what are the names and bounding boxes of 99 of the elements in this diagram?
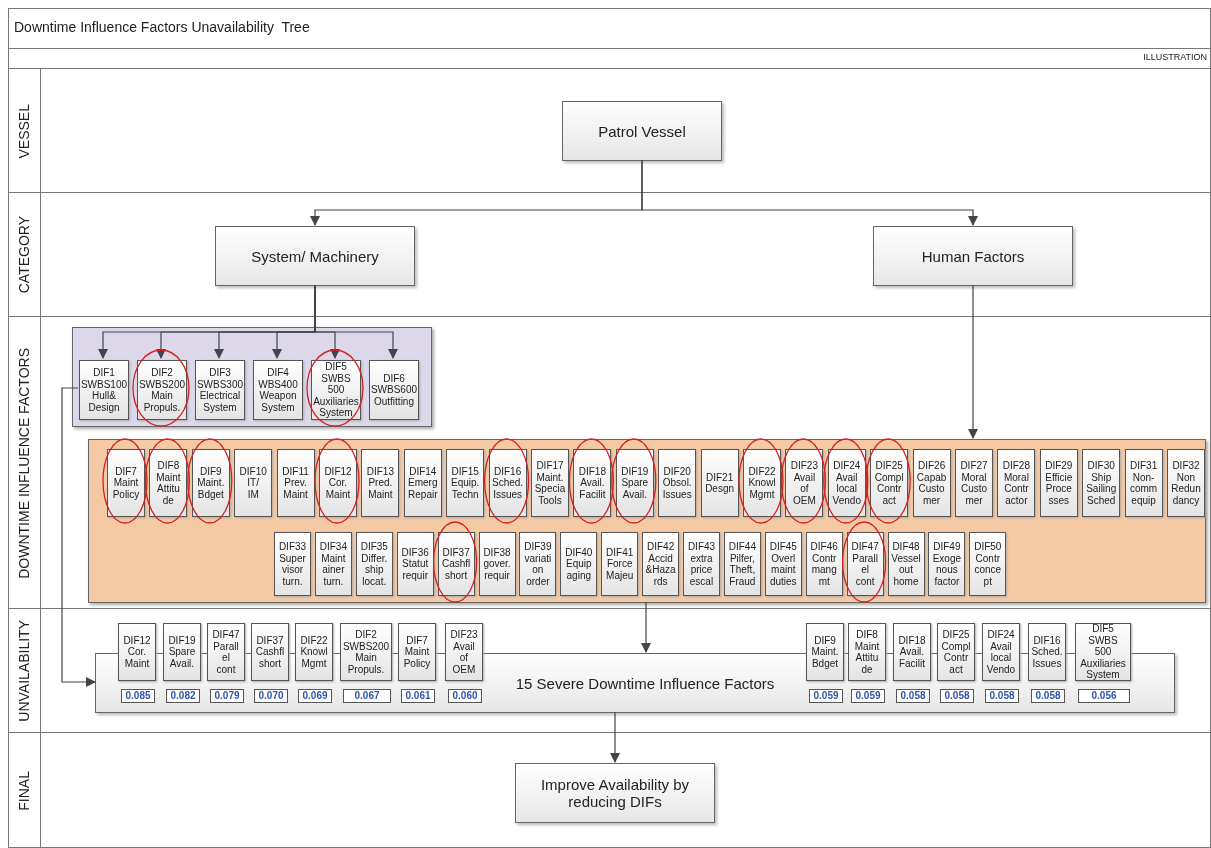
factor-box: DIF30 Ship Sailing Sched [1082,449,1121,517]
group-box [88,439,1206,603]
value-label: 0.069 [298,689,332,703]
factor-box: DIF2 SWBS200 Main Propuls. [137,360,187,420]
value-label: 0.056 [1078,689,1130,703]
factor-box: DIF3 SWBS300 Electrical System [195,360,245,420]
factor-box: DIF6 SWBS600 Outfitting [369,360,419,420]
section-label: ILLUSTRATION [1143,52,1207,62]
factor-box: DIF27 Moral Custo mer [955,449,993,517]
factor-box: DIF41 Force Majeu [601,532,639,596]
factor-box: DIF7 Maint Policy [398,623,436,681]
factor-box: DIF36 Statut requir [396,532,434,596]
value-label: 0.082 [166,689,200,703]
factor-box: DIF44 Pilfer, Theft, Fraud [723,532,761,596]
factor-box: DIF23 Avail of OEM [785,449,824,517]
diagram-title: Downtime Influence Factors Unavailability Tree [14,19,310,35]
factor-box: DIF16 Sched. Issues [1028,623,1066,681]
factor-box: DIF28 Moral Contr actor [997,449,1036,517]
factor-box: DIF40 Equip aging [560,532,598,596]
factor-box: DIF5 SWBS 500 Auxiliaries System [1075,623,1131,681]
factor-box: DIF22 Knowl Mgmt [743,449,781,517]
factor-box: DIF19 Spare Avail. [615,449,654,517]
value-label: 0.060 [448,689,482,703]
factor-box: DIF25 Compl Contr act [937,623,975,681]
factor-box: DIF24 Avail local Vendo [982,623,1020,681]
value-label: 0.058 [896,689,930,703]
factor-box: DIF21 Desgn [700,449,739,517]
value-label: 0.085 [121,689,155,703]
process-box: System/ Machinery [215,226,415,286]
factor-box: DIF7 Maint Policy [107,449,145,517]
arrow [641,159,978,226]
factor-box: DIF2 SWBS200 Main Propuls. [340,623,392,681]
factor-box: DIF35 Differ. ship locat. [355,532,393,596]
factor-box: DIF48 Vessel out home [887,532,925,596]
group-box [72,327,432,427]
factor-box: DIF8 Maint Attitu de [149,449,188,517]
lane-label: UNVAILABILITY [16,620,32,722]
factor-box: DIF29 Efficie Proce sses [1039,449,1078,517]
value-label: 0.059 [809,689,843,703]
factor-box: DIF34 Maint ainer turn. [314,532,352,596]
factor-box: DIF12 Cor. Maint [118,623,156,681]
value-label: 0.079 [210,689,244,703]
factor-box: DIF20 Obsol. Issues [658,449,697,517]
value-label: 0.061 [401,689,435,703]
factor-box: DIF33 Super visor turn. [274,532,311,596]
value-label: 0.058 [985,689,1019,703]
value-label: 0.059 [851,689,885,703]
factor-box: DIF8 Maint Attitu de [848,623,886,681]
lane-label: CATEGORY [16,216,32,294]
factor-box: DIF10 IT/ IM [234,449,273,517]
factor-box: DIF37 Cashfl short [251,623,289,681]
factor-box: DIF13 Pred. Maint [361,449,400,517]
process-box: Improve Availability by reducing DIFs [515,763,715,823]
factor-box: DIF18 Avail. Facilit [573,449,612,517]
arrow [968,284,978,439]
factor-box: DIF43 extra price escal [683,532,720,596]
factor-box: DIF1 SWBS100 Hull& Design [79,360,129,420]
factor-box: DIF23 Avail of OEM [445,623,483,681]
factor-box: DIF38 gover. requir [478,532,516,596]
value-label: 0.058 [940,689,974,703]
arrow [61,387,96,687]
factor-box: DIF45 Overl maint duties [764,532,802,596]
factor-box: DIF49 Exoge nous factor [928,532,966,596]
factor-box: DIF22 Knowl Mgmt [295,623,333,681]
factor-box: DIF9 Maint. Bdget [191,449,230,517]
factor-box: DIF19 Spare Avail. [163,623,201,681]
factor-box: DIF37 Cashfl short [437,532,475,596]
factor-box: DIF24 Avail local Vendo [827,449,866,517]
process-box: Human Factors [873,226,1073,286]
factor-box: DIF16 Sched. Issues [488,449,527,517]
factor-box: DIF17 Maint. Specia Tools [531,449,569,517]
arrow [610,711,620,763]
factor-box: DIF50 Contr conce pt [969,532,1007,596]
lane-label: VESSEL [16,103,32,159]
box-label: 15 Severe Downtime Influence Factors [515,674,775,692]
value-label: 0.067 [343,689,391,703]
factor-box: DIF5 SWBS 500 Auxiliaries System [311,360,361,420]
factor-box: DIF25 Compl Contr act [870,449,909,517]
factor-box: DIF26 Capab Custo mer [912,449,951,517]
factor-box: DIF14 Emerg Repair [403,449,442,517]
arrow [641,601,651,653]
factor-box: DIF32 Non Redun dancy [1167,449,1205,517]
factor-box: DIF47 Parall el cont [207,623,245,681]
factor-box: DIF11 Prev. Maint [276,449,315,517]
process-box: Patrol Vessel [562,101,722,161]
factor-box: DIF47 Parall el cont [846,532,884,596]
factor-box: DIF31 Non- comm equip [1124,449,1163,517]
lane-label: DOWNTIME INFLUENCE FACTORS [16,347,32,579]
factor-box: DIF42 Accid &Haza rds [642,532,680,596]
factor-box: DIF4 WBS400 Weapon System [253,360,303,420]
value-label: 0.070 [254,689,288,703]
factor-box: DIF9 Maint. Bdget [806,623,844,681]
factor-box: DIF12 Cor. Maint [319,449,357,517]
factor-box: DIF15 Equip. Techn [446,449,485,517]
factor-box: DIF18 Avail. Facilit [893,623,931,681]
lane-label: FINAL [16,771,32,811]
factor-box: DIF39 variati on order [519,532,557,596]
factor-box: DIF46 Contr mang mt [805,532,843,596]
value-label: 0.058 [1031,689,1065,703]
